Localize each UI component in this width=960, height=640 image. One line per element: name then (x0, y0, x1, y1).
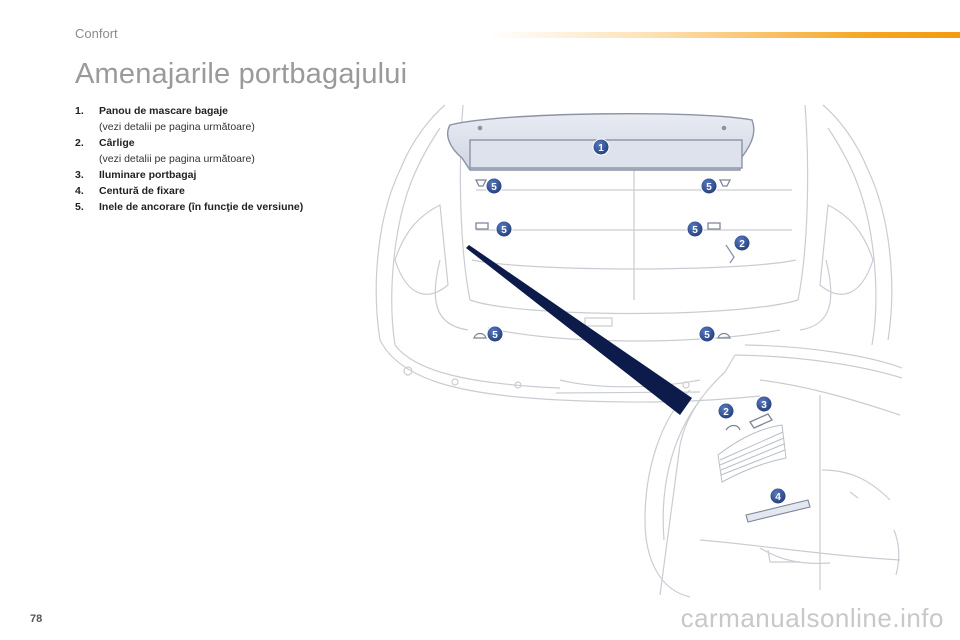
callout-badge-5: 5 (698, 325, 716, 343)
car-rear-outline (375, 104, 893, 403)
callout-label: 2 (723, 407, 729, 418)
legend-item-1: 1. Panou de mascare bagaje (vezi detalii… (75, 103, 315, 135)
rear-foglights (403, 366, 690, 389)
section-label: Confort (75, 26, 118, 41)
legend-label: Panou de mascare bagaje (99, 105, 228, 117)
legend-number: 5. (75, 201, 84, 213)
trunk-illustration: 1 5 5 5 5 2 5 5 2 3 4 (375, 104, 903, 598)
legend-item-4: 4. Centură de fixare (75, 183, 315, 199)
legend-note: (vezi detalii pe pagina următoare) (99, 153, 255, 165)
callout-badge-5: 5 (495, 220, 513, 238)
legend-list: 1. Panou de mascare bagaje (vezi detalii… (75, 103, 315, 215)
legend-note: (vezi detalii pe pagina următoare) (99, 121, 255, 133)
callout-badge-1: 1 (592, 138, 610, 156)
legend-label: Inele de ancorare (în funcţie de versiun… (99, 201, 304, 213)
trunk-detail-inset (644, 344, 903, 598)
pointer-wedge (466, 245, 692, 415)
legend-label: Cârlige (99, 137, 135, 149)
header-accent-bar (490, 32, 960, 38)
page-title: Amenajarile portbagajului (75, 58, 408, 90)
watermark: carmanualsonline.info (680, 603, 944, 633)
page-number: 78 (30, 613, 43, 625)
callout-label: 5 (704, 330, 710, 341)
legend-number: 1. (75, 105, 84, 117)
callout-badge-2: 2 (717, 402, 735, 420)
callout-badge-5: 5 (686, 220, 704, 238)
callout-label: 4 (775, 492, 781, 503)
legend-item-5: 5. Inele de ancorare (în funcţie de vers… (75, 199, 315, 215)
legend-item-3: 3. Iluminare portbagaj (75, 167, 315, 183)
callout-badge-5: 5 (486, 325, 504, 343)
callout-label: 5 (692, 225, 698, 236)
legend-number: 4. (75, 185, 84, 197)
callout-label: 3 (761, 400, 767, 411)
legend-number: 3. (75, 169, 84, 181)
anchor-rings (473, 179, 732, 339)
callout-label: 5 (706, 182, 712, 193)
legend-label: Iluminare portbagaj (99, 169, 197, 181)
callout-label: 5 (492, 330, 498, 341)
callout-badge-3: 3 (755, 395, 773, 413)
vent-grille (717, 424, 787, 483)
callout-label: 1 (598, 143, 604, 154)
inset-hook (725, 424, 741, 431)
callout-badge-2: 2 (733, 234, 751, 252)
legend-number: 2. (75, 137, 84, 149)
legend-item-2: 2. Cârlige (vezi detalii pe pagina următ… (75, 135, 315, 167)
callout-label: 5 (501, 225, 507, 236)
side-hook (725, 244, 735, 264)
inset-light (749, 413, 773, 429)
callout-label: 2 (739, 239, 745, 250)
callout-badge-5: 5 (700, 177, 718, 195)
callout-badge-5: 5 (485, 177, 503, 195)
callout-badge-4: 4 (769, 487, 787, 505)
legend-label: Centură de fixare (99, 185, 185, 197)
fixing-strap (745, 499, 811, 523)
callout-label: 5 (491, 182, 497, 193)
